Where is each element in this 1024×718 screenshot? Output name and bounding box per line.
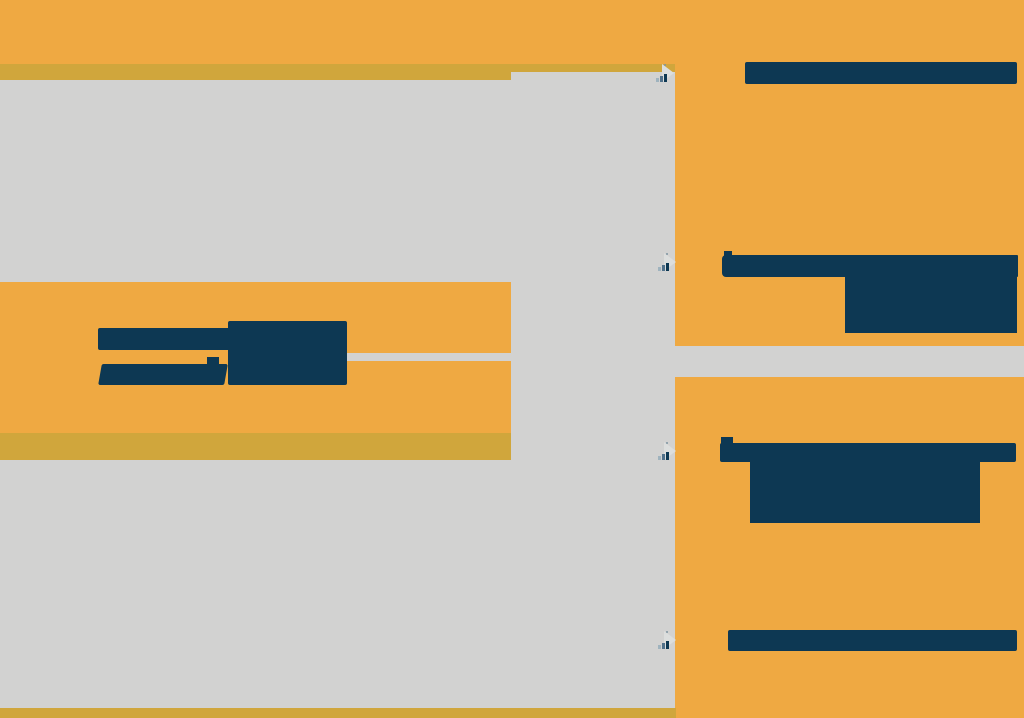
arrow-bars-icon-svg — [656, 64, 674, 82]
arrow-bars-icon-svg — [658, 442, 676, 460]
arrow-bars-icon — [657, 251, 677, 278]
bottom-gold-stripe — [0, 708, 676, 718]
top-gold-stripe-center — [511, 64, 675, 72]
arrow-bars-icon — [657, 629, 677, 656]
arrow-bars-icon-svg — [658, 253, 676, 271]
arrow-bars-icon-svg — [658, 631, 676, 649]
title-text-large-block — [228, 321, 347, 385]
panel-3-heading-ascender-fragment — [721, 437, 733, 444]
panel-3-body-block — [750, 462, 980, 523]
title-connector-line — [347, 353, 512, 361]
arrow-bars-icon — [655, 62, 675, 89]
panel-4-heading-block — [728, 630, 1017, 651]
title-gold-stripe — [0, 433, 511, 460]
top-gold-stripe-left — [0, 64, 511, 80]
title-text-line-1-block — [98, 328, 230, 350]
panel-2-heading-block — [722, 255, 1018, 277]
panel-2-heading-ascender-fragment — [724, 251, 732, 257]
right-panel-lower-background — [675, 377, 1024, 718]
title-text-fragment — [207, 357, 219, 365]
right-panel-divider-gap — [675, 346, 1024, 377]
title-text-line-2-block — [98, 364, 228, 385]
panel-2-body-block — [845, 277, 1017, 333]
arrow-bars-icon — [657, 440, 677, 467]
panel-1-heading-block — [745, 62, 1017, 84]
panel-3-heading-block — [720, 443, 1016, 462]
